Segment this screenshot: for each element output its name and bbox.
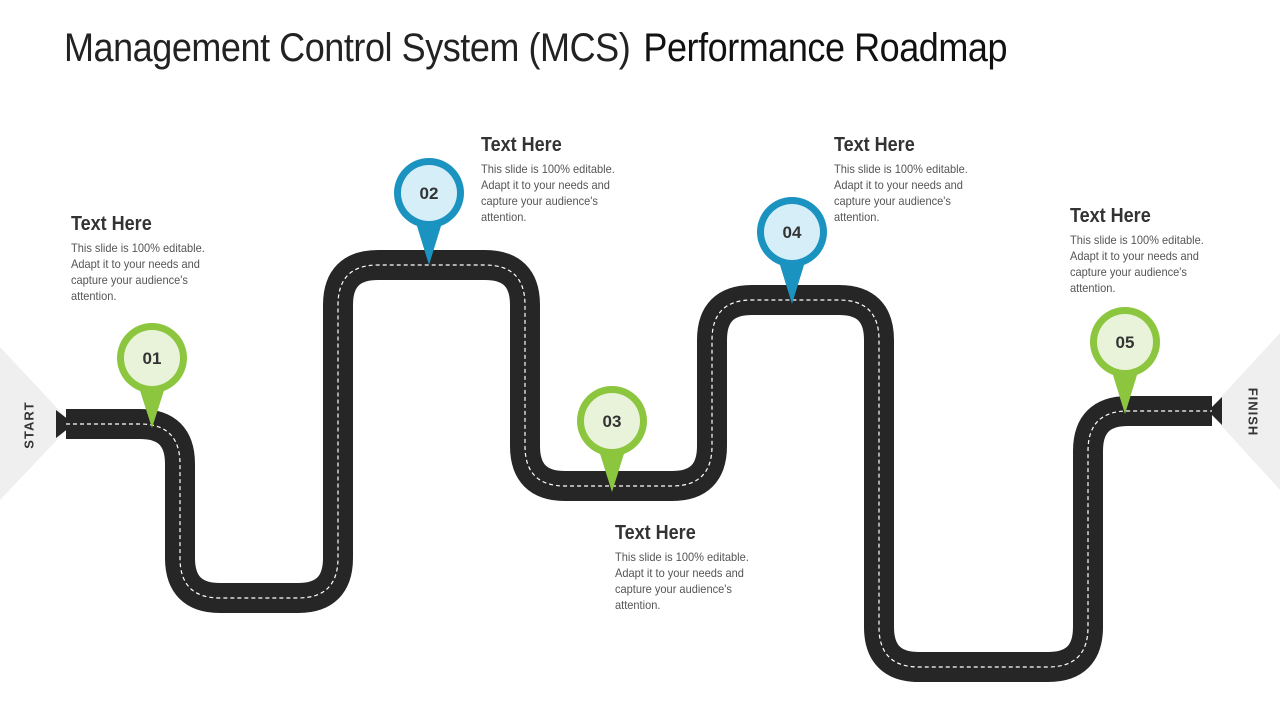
milestone-pin-4: 04 bbox=[757, 197, 827, 304]
milestone-pin-5: 05 bbox=[1090, 307, 1160, 414]
road-end-finish bbox=[1208, 397, 1222, 425]
milestone-4-text: Text Here This slide is 100% editable. A… bbox=[834, 134, 984, 225]
milestone-2-title: Text Here bbox=[481, 134, 562, 156]
road-center-line bbox=[66, 264, 1212, 668]
milestone-3-text: Text Here This slide is 100% editable. A… bbox=[615, 522, 765, 613]
milestone-5-number: 05 bbox=[1116, 333, 1135, 352]
pin-face bbox=[584, 393, 640, 449]
pin-face bbox=[401, 165, 457, 221]
pin-face bbox=[764, 204, 820, 260]
road-end-start bbox=[56, 410, 74, 438]
title-part-2: Performance Roadmap bbox=[643, 26, 1008, 70]
finish-label: FINISH bbox=[1245, 387, 1261, 437]
milestone-5-body: This slide is 100% editable. Adapt it to… bbox=[1070, 233, 1204, 295]
milestone-2-body: This slide is 100% editable. Adapt it to… bbox=[481, 162, 615, 224]
milestone-pin-1: 01 bbox=[117, 323, 187, 428]
milestone-2-text: Text Here This slide is 100% editable. A… bbox=[481, 134, 631, 225]
start-label: START bbox=[21, 401, 37, 449]
pin-face bbox=[124, 330, 180, 386]
milestone-3-body: This slide is 100% editable. Adapt it to… bbox=[615, 550, 749, 612]
milestone-1-number: 01 bbox=[143, 349, 162, 368]
milestone-5-text: Text Here This slide is 100% editable. A… bbox=[1070, 205, 1220, 296]
milestone-5-title: Text Here bbox=[1070, 205, 1151, 227]
pin-face bbox=[1097, 314, 1153, 370]
title-part-1: Management Control System (MCS) bbox=[64, 26, 631, 70]
milestone-4-number: 04 bbox=[783, 223, 802, 242]
page-title: Management Control System (MCS) Performa… bbox=[64, 26, 1007, 71]
milestone-1-title: Text Here bbox=[71, 213, 152, 235]
milestone-4-title: Text Here bbox=[834, 134, 915, 156]
milestone-4-body: This slide is 100% editable. Adapt it to… bbox=[834, 162, 968, 224]
start-marker-triangle bbox=[0, 347, 72, 500]
milestone-2-number: 02 bbox=[420, 184, 439, 203]
milestone-1-body: This slide is 100% editable. Adapt it to… bbox=[71, 241, 205, 303]
milestone-pin-3: 03 bbox=[577, 386, 647, 492]
milestone-3-title: Text Here bbox=[615, 522, 696, 544]
milestone-1-text: Text Here This slide is 100% editable. A… bbox=[71, 213, 221, 304]
finish-marker-triangle bbox=[1208, 333, 1280, 490]
milestone-pin-2: 02 bbox=[394, 158, 464, 265]
milestone-3-number: 03 bbox=[603, 412, 622, 431]
